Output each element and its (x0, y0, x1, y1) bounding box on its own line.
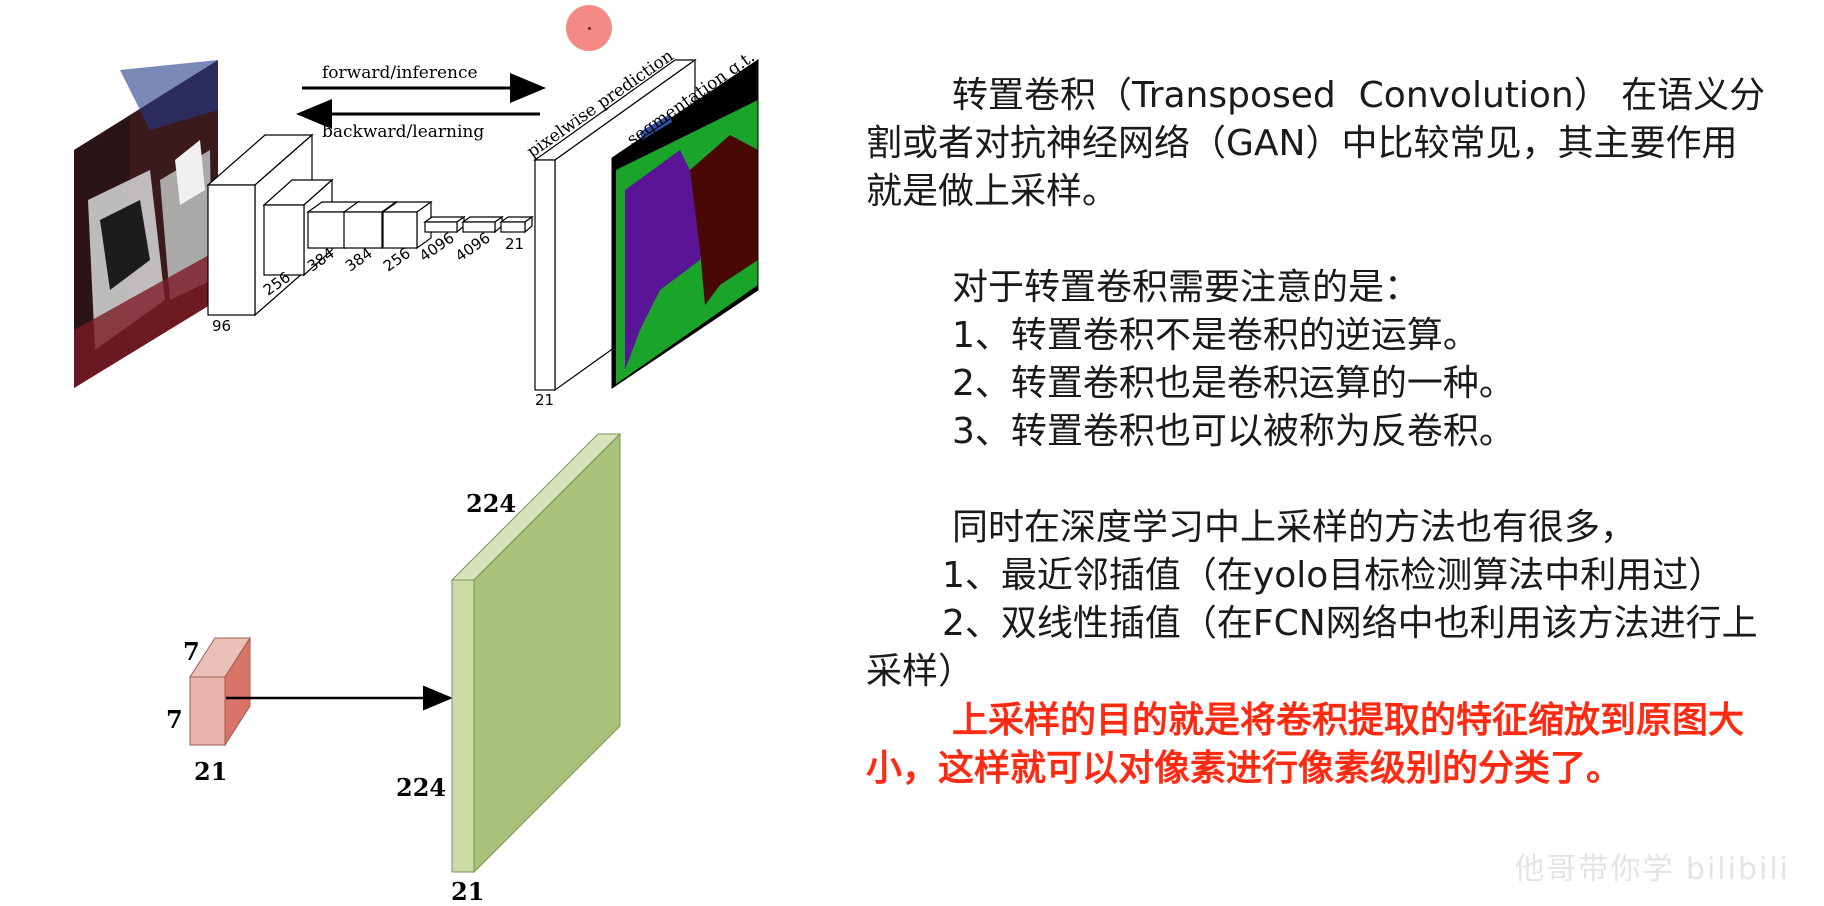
forward-label: forward/inference (322, 63, 478, 83)
paragraph-notes-heading: 对于转置卷积需要注意的是： (952, 267, 1421, 308)
note-item: 2、转置卷积也是卷积运算的一种。 (952, 363, 1515, 404)
small-depth-label: 21 (194, 757, 227, 786)
input-photo (74, 60, 218, 388)
paragraph-methods-heading: 同时在深度学习中上采样的方法也有很多， (952, 507, 1637, 548)
layer-label: 96 (212, 317, 231, 335)
large-depth-label: 21 (451, 877, 484, 906)
large-height-label: 224 (466, 489, 516, 518)
upsample-diagram: 7 7 21 224 224 21 (166, 432, 622, 906)
layer-label: 4096 (452, 229, 494, 266)
output-depth-label: 21 (535, 391, 554, 409)
note-item: 3、转置卷积也可以被称为反卷积。 (952, 411, 1515, 452)
text-panel: 转置卷积（Transposed Convolution） 在语义分割或者对抗神经… (866, 72, 1766, 792)
layer-label: 256 (380, 244, 414, 275)
segmentation-gt (611, 59, 759, 389)
large-width-label: 224 (396, 773, 446, 802)
layer-label: 21 (505, 235, 524, 253)
small-height-label: 7 (183, 637, 200, 666)
small-width-label: 7 (166, 705, 183, 734)
paragraph-intro: 转置卷积（Transposed Convolution） 在语义分割或者对抗神经… (866, 75, 1766, 212)
note-item: 1、转置卷积不是卷积的逆运算。 (952, 315, 1479, 356)
layer-label: 384 (342, 244, 376, 275)
pointer-highlight (566, 5, 612, 51)
highlight-conclusion: 上采样的目的就是将卷积提取的特征缩放到原图大小，这样就可以对像素进行像素级别的分… (866, 699, 1745, 789)
method-item: 2、双线性插值（在FCN网络中也利用该方法进行上采样） (866, 603, 1758, 692)
watermark: 他哥带你学 bilibili (1514, 852, 1790, 887)
backward-label: backward/learning (322, 122, 484, 142)
method-item: 1、最近邻插值（在yolo目标检测算法中利用过） (942, 555, 1725, 596)
